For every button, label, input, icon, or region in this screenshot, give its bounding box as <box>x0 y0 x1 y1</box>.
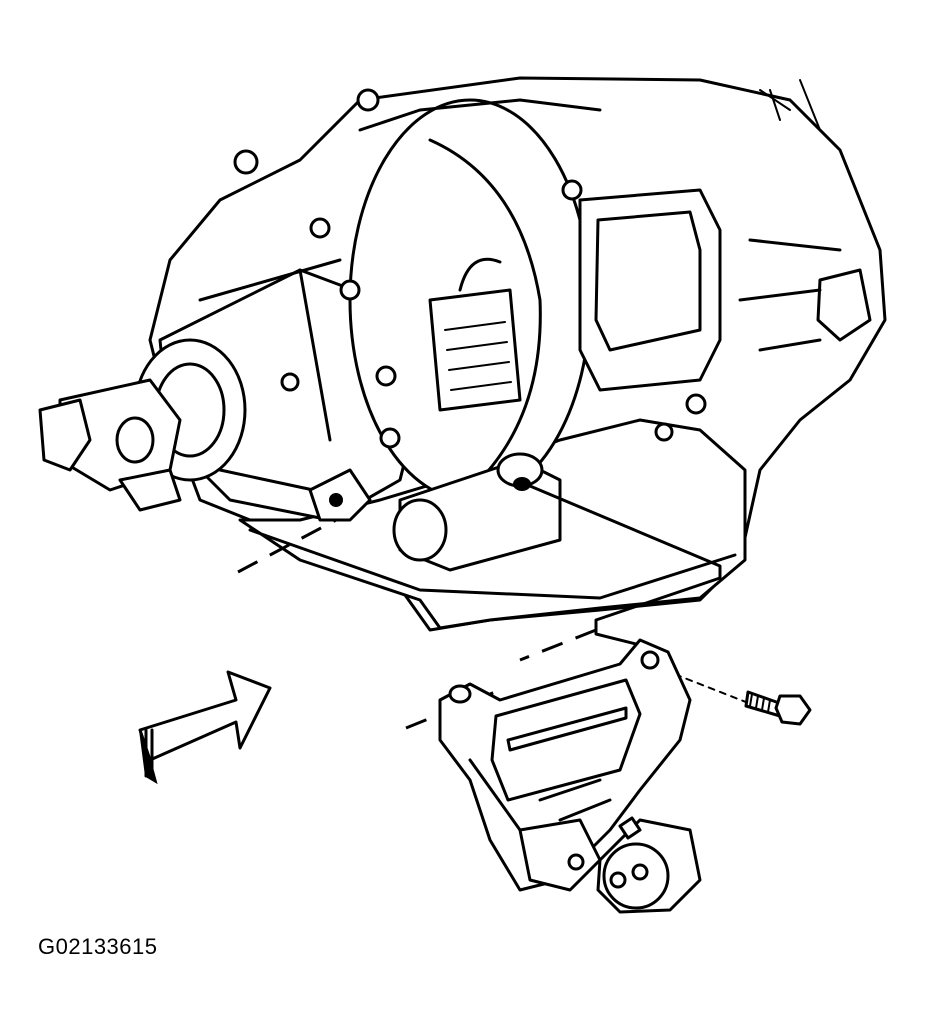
wiring-connector <box>428 257 522 412</box>
view-direction-arrow-icon <box>138 670 272 785</box>
bolt-icon <box>744 690 812 726</box>
output-yoke <box>38 338 247 512</box>
figure-code: G02133615 <box>38 934 158 959</box>
transmission-mount-bracket <box>438 638 702 914</box>
transmission-assembly <box>38 76 887 632</box>
case-bolts <box>233 88 707 449</box>
mount-isolator <box>596 816 702 914</box>
alignment-lines <box>237 484 757 730</box>
